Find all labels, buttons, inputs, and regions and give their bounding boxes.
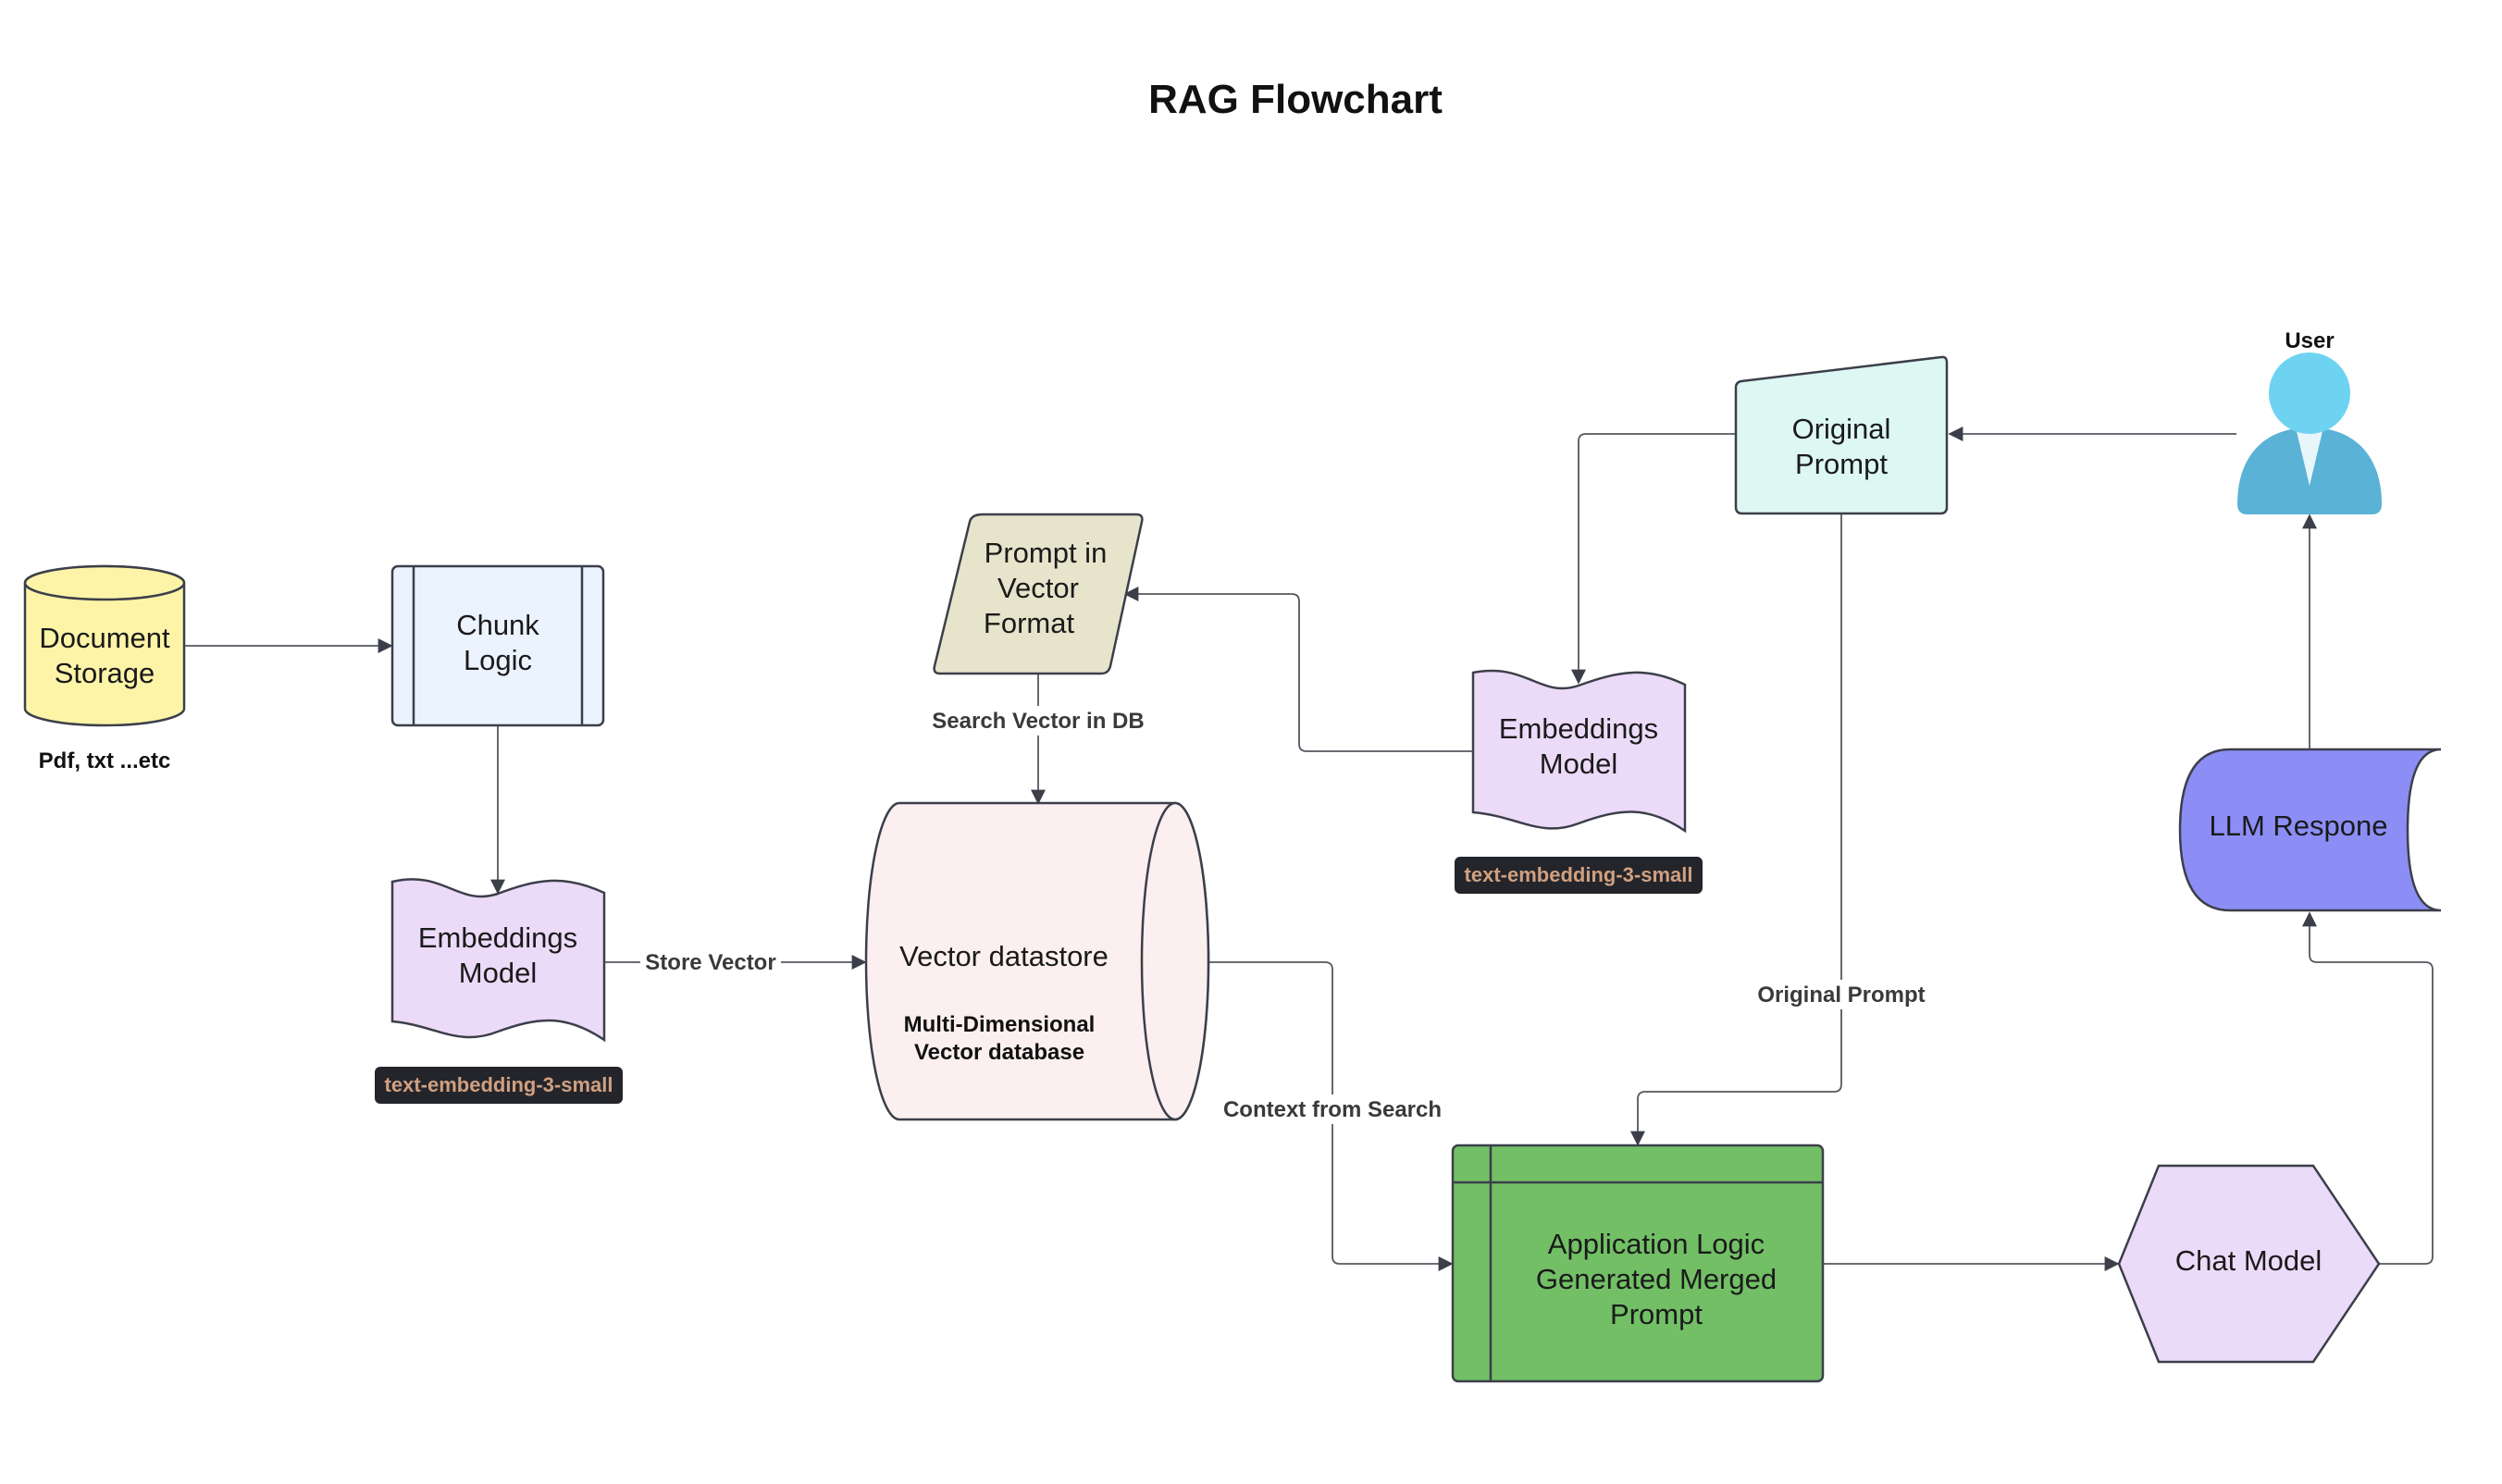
chunk-logic-node: Chunk Logic <box>390 564 605 727</box>
chat-model-label: Chat Model <box>2175 1244 2322 1277</box>
diagram-title: RAG Flowchart <box>1148 77 1443 122</box>
embeddings-right-label-2: Model <box>1540 748 1617 780</box>
prompt-vector-label-2: Vector <box>997 572 1079 604</box>
edge-label-store-vector: Store Vector <box>645 950 775 975</box>
original-prompt-node: Original Prompt <box>1734 355 1949 515</box>
prompt-vector-label-1: Prompt in <box>985 537 1108 569</box>
edge-label-original-prompt: Original Prompt <box>1757 983 1925 1008</box>
embeddings-right-shape <box>1471 669 1687 834</box>
chat-model-node: Chat Model <box>2117 1164 2381 1364</box>
edge-label-bg <box>1214 1094 1451 1124</box>
embeddings-left-badge-text: text-embedding-3-small <box>385 1073 613 1096</box>
app-logic-label-1: Application Logic <box>1548 1228 1765 1260</box>
embeddings-left-badge <box>375 1067 623 1104</box>
vector-datastore-cylinder-end <box>1140 801 1210 1121</box>
user-node: User <box>2237 328 2382 514</box>
edge-embeddings-to-prompt-vector <box>1123 587 1473 752</box>
edge-label-bg <box>922 706 1155 736</box>
vector-datastore-sub-1: Multi-Dimensional <box>904 1012 1096 1037</box>
app-logic-node: Application Logic Generated Merged Promp… <box>1451 1144 1825 1383</box>
embeddings-right-badge-text: text-embedding-3-small <box>1465 863 1693 886</box>
prompt-vector-label-3: Format <box>984 607 1075 639</box>
document-storage-caption: Pdf, txt ...etc <box>39 748 171 773</box>
embeddings-model-right-node: Embeddings Model text-embedding-3-small <box>1455 669 1703 894</box>
document-storage-cylinder-top <box>23 564 186 601</box>
embeddings-left-label-1: Embeddings <box>418 921 577 954</box>
document-storage-label-2: Storage <box>55 657 155 689</box>
llm-response-shape <box>2178 748 2442 912</box>
edge-label-bg <box>640 947 781 977</box>
edges <box>183 427 2434 1271</box>
embeddings-left-label-2: Model <box>459 957 537 989</box>
prompt-vector-parallelogram <box>933 513 1144 675</box>
app-logic-label-3: Prompt <box>1610 1298 1703 1330</box>
edge-label-context-from-search: Context from Search <box>1223 1097 1442 1122</box>
chunk-logic-label-1: Chunk <box>456 609 539 641</box>
edge-label-search-vector: Search Vector in DB <box>932 709 1144 734</box>
original-prompt-label-2: Prompt <box>1795 448 1888 480</box>
chat-model-hexagon <box>2117 1164 2381 1364</box>
app-logic-label-2: Generated Merged <box>1536 1263 1777 1295</box>
vector-datastore-label: Vector datastore <box>899 940 1109 972</box>
embeddings-right-label-1: Embeddings <box>1499 712 1658 745</box>
vector-datastore-node: Vector datastore Multi-Dimensional Vecto… <box>864 801 1210 1121</box>
document-storage-label-1: Document <box>39 622 170 654</box>
original-prompt-label-1: Original <box>1792 413 1891 445</box>
chunk-logic-label-2: Logic <box>464 644 532 676</box>
app-logic-box <box>1451 1144 1825 1383</box>
edge-original-to-embeddings <box>1571 433 1737 685</box>
document-storage-node: Document Storage Pdf, txt ...etc <box>23 564 186 773</box>
llm-response-label: LLM Respone <box>2209 810 2387 842</box>
edge-label-bg <box>1747 980 1936 1009</box>
user-label: User <box>2285 328 2334 353</box>
vector-datastore-sub-2: Vector database <box>914 1040 1084 1065</box>
edge-chat-to-llm <box>2302 911 2434 1265</box>
user-icon <box>2237 352 2382 514</box>
original-prompt-shape <box>1734 355 1949 515</box>
prompt-vector-node: Prompt in Vector Format <box>933 513 1144 675</box>
llm-response-node: LLM Respone <box>2178 748 2442 912</box>
embeddings-model-left-node: Embeddings Model text-embedding-3-small <box>375 878 623 1104</box>
embeddings-left-shape <box>390 878 606 1043</box>
embeddings-right-badge <box>1455 857 1703 894</box>
edge-original-to-app-logic <box>1630 513 1842 1146</box>
chunk-logic-box <box>390 564 605 727</box>
